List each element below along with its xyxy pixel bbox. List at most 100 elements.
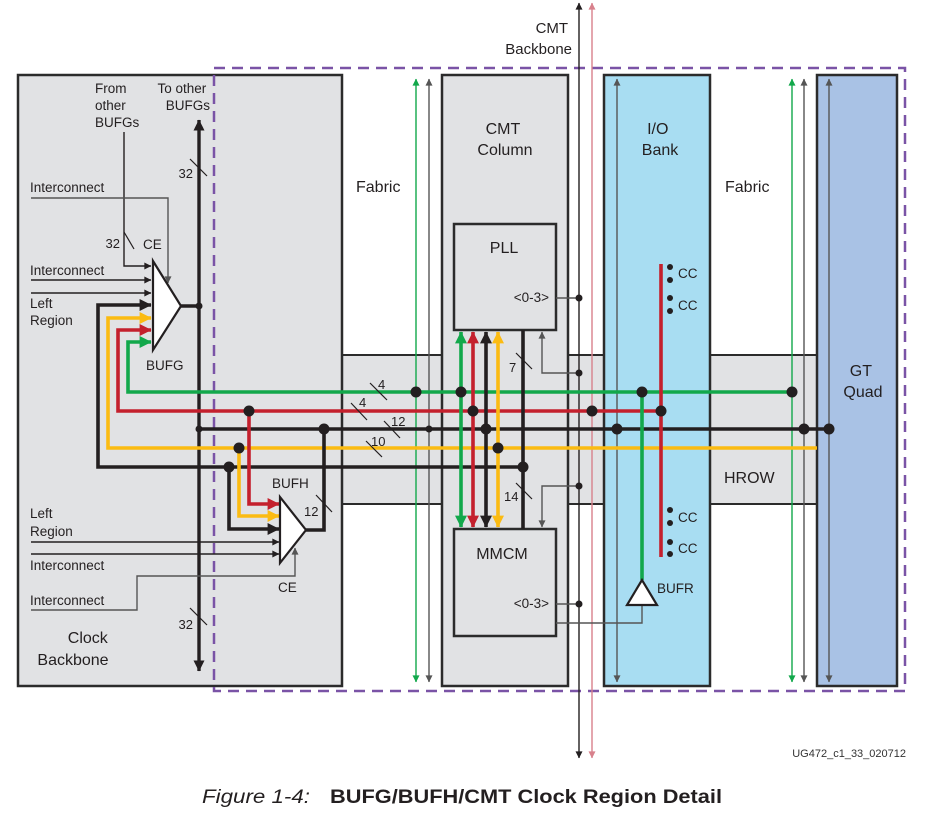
junction-dot: [318, 423, 330, 435]
hrow-label: HROW: [724, 470, 776, 487]
bus-width-pll-input: 7: [509, 360, 516, 375]
left-region-label-lower: Left Region: [30, 506, 73, 539]
junction-dot: [655, 405, 667, 417]
bus-width-backbone-up: 32: [179, 166, 193, 181]
ce-label-bufh: CE: [278, 580, 297, 595]
mmcm-input-wire: [538, 485, 579, 528]
junction-dot: [823, 423, 835, 435]
bufh-output-wire: [306, 429, 326, 532]
cmt-column-label: CMT Column: [477, 121, 532, 159]
pll-block: [452, 222, 558, 332]
interconnect-label-4: Interconnect: [30, 593, 105, 608]
junction-dot: [243, 405, 255, 417]
bufh-label: BUFH: [272, 476, 309, 491]
from-other-bufgs-wire: [123, 132, 152, 270]
bufg-label: BUFG: [146, 358, 184, 373]
mmcm-to-bufr-wire: [556, 605, 643, 624]
cc-label-3: CC: [678, 510, 698, 525]
junction-dot: [575, 482, 583, 490]
bus-width-mmcm-input: 14: [504, 489, 518, 504]
left-region-label-upper: Left Region: [30, 296, 73, 328]
interconnect-label-1: Interconnect: [30, 180, 105, 195]
cc-pin-dot: [667, 551, 673, 557]
cc-label-4: CC: [678, 541, 698, 556]
fabric-left-label: Fabric: [356, 179, 400, 196]
cc-pin-dot: [667, 264, 673, 270]
junction-dot: [455, 386, 467, 398]
junction-dot: [467, 405, 479, 417]
bus-slash-from-bufgs: [123, 231, 135, 250]
pll-label: PLL: [490, 240, 519, 257]
junction-dot: [575, 294, 583, 302]
ce-label-bufg: CE: [143, 237, 162, 252]
fabric-right-label: Fabric: [725, 179, 769, 196]
interconnect-label-3: Interconnect: [30, 558, 105, 573]
bufh-yellow-input: [237, 448, 280, 522]
junction-dot: [480, 423, 492, 435]
cc-pin-dot: [667, 507, 673, 513]
gt-quad-label: GT Quad: [843, 363, 882, 401]
mmcm-label: MMCM: [476, 546, 528, 563]
pll-output-label: <0-3>: [514, 290, 549, 305]
cc-pin-dot: [667, 520, 673, 526]
to-other-bufgs-label: To other BUFGs: [157, 81, 210, 113]
cc-label-2: CC: [678, 298, 698, 313]
bus-slash-backbone-down: [189, 607, 208, 626]
bufh-buffer: [278, 493, 308, 567]
bus-width-yellow: 10: [371, 434, 385, 449]
junction-dot: [233, 442, 245, 454]
junction-dot: [492, 442, 504, 454]
bus-width-black: 12: [391, 414, 405, 429]
interconnect-ce-wire-bufg: [31, 197, 172, 284]
bus-width-backbone-down: 32: [179, 617, 193, 632]
clock-region-boundary: [212, 66, 907, 693]
bus-slash-black: [383, 420, 401, 439]
from-other-bufgs-label: From other BUFGs: [95, 81, 140, 130]
bus-slash-bufh-output: [315, 494, 333, 513]
junction-dot: [798, 423, 810, 435]
cc-label-1: CC: [678, 266, 698, 281]
junction-dot: [611, 423, 623, 435]
bus-width-from-bufgs: 32: [106, 236, 120, 251]
bus-slash-red: [350, 402, 368, 421]
bufr-label: BUFR: [657, 581, 694, 596]
cc-pin-dot: [667, 308, 673, 314]
junction-dot: [195, 425, 203, 433]
bus-width-bufh-output: 12: [304, 504, 318, 519]
bus-width-green: 4: [378, 377, 385, 392]
bus-width-red: 4: [359, 395, 366, 410]
junction-dot: [575, 600, 583, 608]
black-feedback-route-wire: [96, 299, 523, 469]
junction-dot: [586, 405, 598, 417]
bufg-buffer: [151, 257, 183, 354]
bus-slash-mmcm-input: [515, 482, 533, 500]
mmcm-block: [452, 527, 558, 638]
clock-backbone-region: [16, 73, 344, 688]
junction-dot: [517, 461, 529, 473]
cc-pin-dot: [667, 277, 673, 283]
bus-slash-backbone-up: [189, 158, 208, 177]
bus-slash-yellow: [365, 440, 383, 458]
junction-dot: [195, 302, 203, 310]
mmcm-output-label: <0-3>: [514, 596, 549, 611]
cc-pin-dot: [667, 539, 673, 545]
interconnect-ce-wire-bufh: [31, 547, 299, 611]
io-bank-label: I/O Bank: [642, 121, 679, 159]
junction-dot: [636, 386, 648, 398]
interconnect-label-2: Interconnect: [30, 263, 105, 278]
figure-number: Figure 1-4:: [202, 787, 310, 808]
io-bank-region: [602, 73, 712, 688]
cmt-backbone-label: CMT Backbone: [505, 20, 572, 58]
junction-dot: [425, 425, 433, 433]
junction-dot: [223, 461, 235, 473]
clock-backbone-label: Clock Backbone: [37, 630, 112, 669]
cc-pin-dot: [667, 295, 673, 301]
junction-dot: [410, 386, 422, 398]
bufh-red-input: [247, 411, 280, 510]
clock-capable-pin-dots: [667, 264, 673, 557]
drawing-code: UG472_c1_33_020712: [792, 748, 906, 760]
bufr-buffer: [625, 577, 659, 607]
junction-dot: [786, 386, 798, 398]
figure-title: BUFG/BUFH/CMT Clock Region Detail: [330, 787, 722, 808]
